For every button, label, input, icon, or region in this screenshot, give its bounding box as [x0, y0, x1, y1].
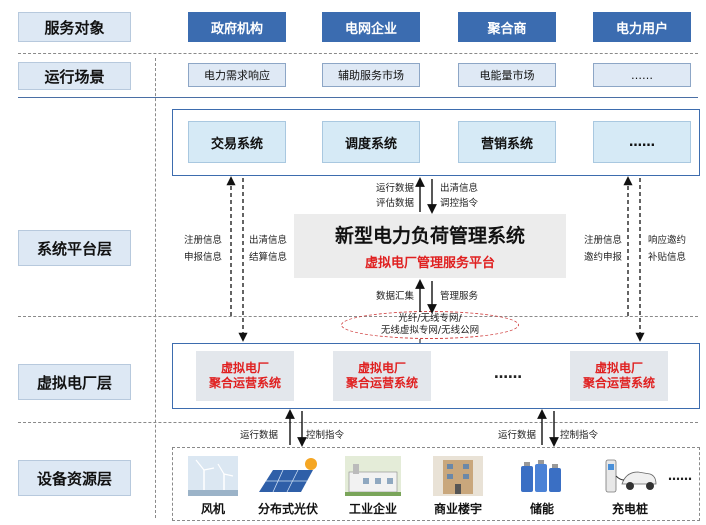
solar-panel-icon [259, 458, 317, 493]
flow-label: 控制指令 [560, 430, 599, 441]
system-dispatch: 调度系统 [322, 121, 420, 163]
core-title: 新型电力负荷管理系统 [334, 225, 525, 247]
layer-label-vpp: 虚拟电厂层 [18, 364, 131, 400]
separator [18, 97, 698, 98]
vpp-unit: 虚拟电厂 聚合运营系统 [570, 351, 668, 401]
devices-panel [172, 447, 700, 521]
device-wind: 风机 [188, 456, 238, 517]
device-label: 充电桩 [611, 502, 648, 516]
building-icon [433, 456, 483, 496]
scenario-energy-market: 电能量市场 [458, 63, 556, 87]
flow-label: 数据汇集 [376, 291, 415, 302]
service-object-power-user: 电力用户 [593, 12, 691, 42]
scenario-more: …… [593, 63, 691, 87]
battery-storage-icon [521, 460, 561, 492]
vpp-unit-line: 聚合运营系统 [208, 376, 281, 390]
flow-label: 响应邀约 [648, 235, 687, 246]
vpp-ellipsis: …… [494, 366, 522, 382]
vpp-unit: 虚拟电厂 聚合运营系统 [196, 351, 294, 401]
network-label: 光纤/无线专网/ [398, 313, 462, 324]
scenario-demand-response: 电力需求响应 [188, 63, 286, 87]
core-subtitle: 虚拟电厂管理服务平台 [364, 256, 495, 271]
layer-label-scenarios: 运行场景 [18, 62, 131, 90]
scenario-ancillary-market: 辅助服务市场 [322, 63, 420, 87]
core-platform: 新型电力负荷管理系统 虚拟电厂管理服务平台 [294, 214, 566, 278]
device-label: 分布式光伏 [257, 502, 318, 516]
layer-label-service-objects: 服务对象 [18, 12, 131, 42]
device-industrial: 工业企业 [345, 456, 401, 517]
flow-label: 注册信息 [584, 235, 623, 246]
device-storage: 储能 [517, 456, 567, 517]
service-object-aggregator: 聚合商 [458, 12, 556, 42]
flow-label: 注册信息 [184, 235, 223, 246]
flow-label: 评估数据 [376, 198, 415, 209]
vpp-unit: 虚拟电厂 聚合运营系统 [333, 351, 431, 401]
flow-label: 运行数据 [240, 430, 279, 441]
device-label: 商业楼宇 [433, 502, 482, 516]
system-more: …… [593, 121, 691, 163]
network-label: 无线虚拟专网/无线公网 [380, 325, 480, 336]
devices-ellipsis: …… [668, 469, 692, 483]
layer-label-devices: 设备资源层 [18, 460, 131, 496]
flow-label: 出清信息 [440, 183, 479, 194]
flow-label: 调控指令 [440, 198, 479, 209]
vpp-unit-line: 虚拟电厂 [220, 361, 269, 375]
layer-label-platform: 系统平台层 [18, 230, 131, 266]
device-pv: 分布式光伏 [255, 456, 321, 517]
service-object-government: 政府机构 [188, 12, 286, 42]
factory-icon [345, 456, 401, 496]
device-commercial: 商业楼宇 [425, 456, 491, 517]
separator [18, 422, 698, 423]
device-label: 风机 [200, 502, 225, 516]
vpp-unit-line: 虚拟电厂 [357, 361, 406, 375]
flow-label: 管理服务 [440, 291, 479, 302]
system-marketing: 营销系统 [458, 121, 556, 163]
flow-label: 邀约申报 [584, 252, 623, 263]
flow-label: 运行数据 [376, 183, 415, 194]
flow-label: 控制指令 [306, 430, 345, 441]
vpp-unit-line: 虚拟电厂 [594, 361, 643, 375]
flow-label: 运行数据 [498, 430, 537, 441]
vpp-unit-line: 聚合运营系统 [582, 376, 655, 390]
wind-turbine-icon [188, 456, 238, 496]
device-label: 储能 [529, 502, 554, 516]
vpp-unit-line: 聚合运营系统 [345, 376, 418, 390]
device-charger: 充电桩 [600, 456, 660, 517]
device-label: 工业企业 [348, 502, 397, 516]
flow-label: 出清信息 [249, 235, 288, 246]
flow-label: 申报信息 [184, 252, 223, 263]
ev-charger-icon [605, 459, 657, 493]
separator [18, 53, 698, 54]
separator [155, 58, 156, 518]
service-object-grid-company: 电网企业 [322, 12, 420, 42]
system-trading: 交易系统 [188, 121, 286, 163]
flow-label: 结算信息 [249, 252, 288, 263]
flow-label: 补贴信息 [648, 252, 687, 263]
